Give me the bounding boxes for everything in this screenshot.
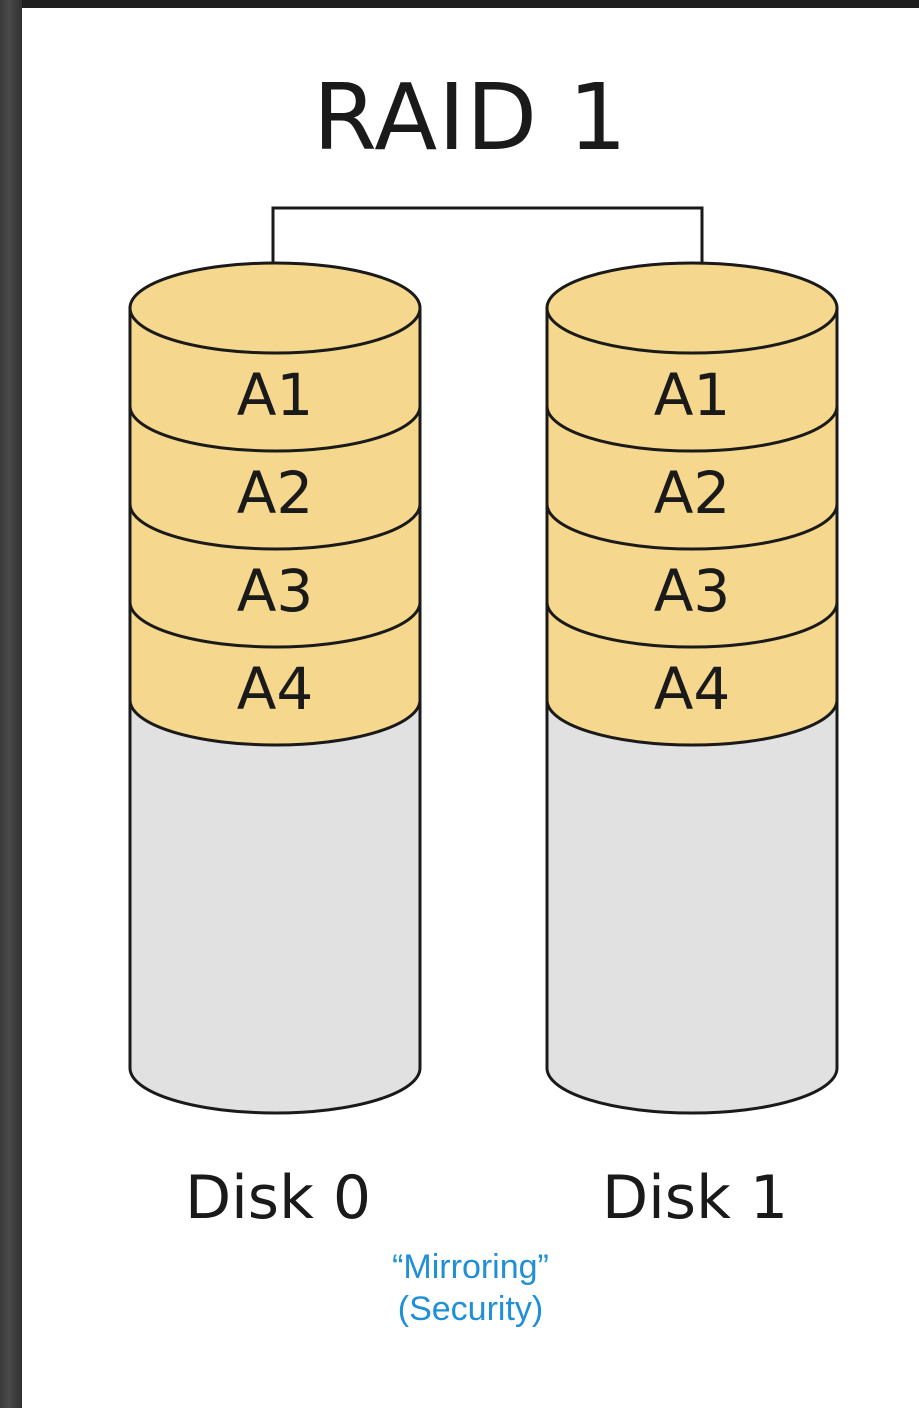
disk-0-label: Disk 0 <box>184 1163 372 1233</box>
disk-1-label: Disk 1 <box>601 1163 789 1233</box>
block-label: A2 <box>654 459 731 527</box>
mirror-connector <box>271 206 704 305</box>
disk-free-space <box>545 698 839 1115</box>
disk-free-space <box>128 698 422 1115</box>
block-label: A4 <box>237 655 314 723</box>
slide-left-border <box>0 0 22 1408</box>
block-label: A3 <box>237 557 314 625</box>
diagram-title: RAID 1 <box>313 64 628 171</box>
disk-top-cap <box>128 261 422 355</box>
slide-top-border <box>0 0 919 8</box>
caption-mirroring: “Mirroring” <box>392 1248 549 1286</box>
block-label: A2 <box>237 459 314 527</box>
block-label: A1 <box>654 361 731 429</box>
disk-top-cap <box>545 261 839 355</box>
block-label: A4 <box>654 655 731 723</box>
block-label: A3 <box>654 557 731 625</box>
block-label: A1 <box>237 361 314 429</box>
caption-security: (Security) <box>397 1290 544 1328</box>
